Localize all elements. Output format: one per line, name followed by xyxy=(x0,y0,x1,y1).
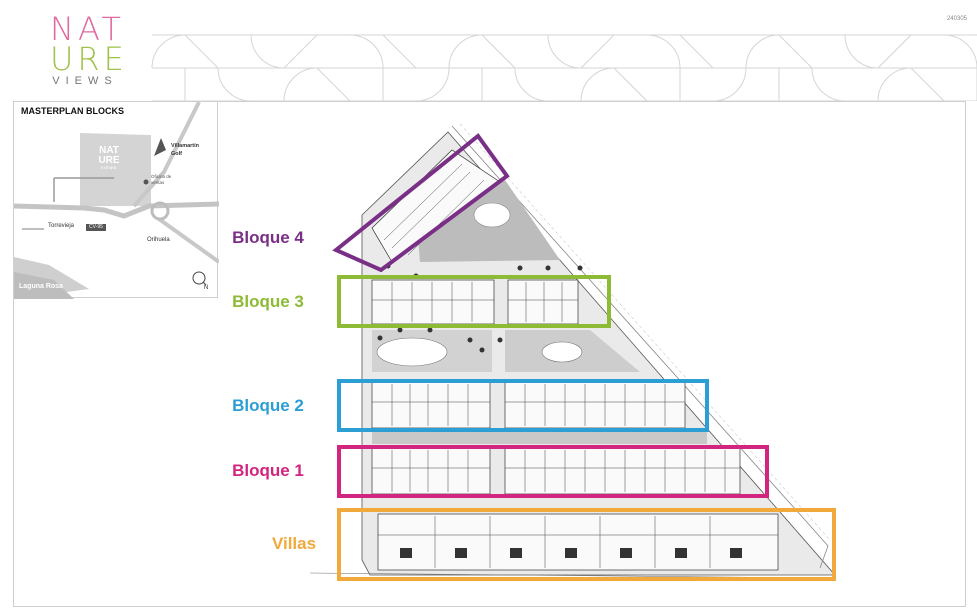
block-4-label: Bloque 4 xyxy=(232,228,304,247)
block-4-outline xyxy=(332,133,510,273)
block-1-outline xyxy=(337,445,769,498)
logo-line-3: VIEWS xyxy=(52,75,118,87)
document-code: 240305 xyxy=(946,16,967,22)
block-3-outline xyxy=(337,275,611,328)
map-logo-line-1: NAT xyxy=(99,145,119,156)
map-label-laguna: Laguna Rosa xyxy=(19,283,63,290)
location-map-title: MASTERPLAN BLOCKS xyxy=(21,106,124,116)
map-label-office: Oficina de ventas xyxy=(151,174,172,185)
map-logo-line-2: URE xyxy=(98,155,120,166)
block-1-label: Bloque 1 xyxy=(232,461,304,480)
map-logo: NAT URE VIEWS xyxy=(94,146,124,171)
north-label: N xyxy=(204,285,209,291)
block-2-label: Bloque 2 xyxy=(232,396,304,415)
brand-logo: NAT URE VIEWS xyxy=(50,10,128,87)
location-map: MASTERPLAN BLOCKS NAT URE VIEWS Villamar… xyxy=(13,101,219,299)
map-label-torrevieja: Torrevieja xyxy=(48,223,75,229)
location-map-drawing xyxy=(14,102,219,299)
map-label-golf: Villamartín Golf xyxy=(171,143,200,157)
decorative-pattern xyxy=(151,34,977,101)
logo-line-1: NAT xyxy=(50,10,125,48)
block-2-outline xyxy=(337,379,709,432)
map-road-badge: CV-95 xyxy=(89,224,103,230)
masterplan-frame xyxy=(13,101,966,607)
map-logo-line-3: VIEWS xyxy=(100,166,118,170)
map-label-orihuela: Orihuela xyxy=(147,237,170,243)
villas-outline xyxy=(337,508,836,581)
block-3-label: Bloque 3 xyxy=(232,292,304,311)
logo-line-2: URE xyxy=(50,40,128,78)
villas-label: Villas xyxy=(271,534,317,553)
